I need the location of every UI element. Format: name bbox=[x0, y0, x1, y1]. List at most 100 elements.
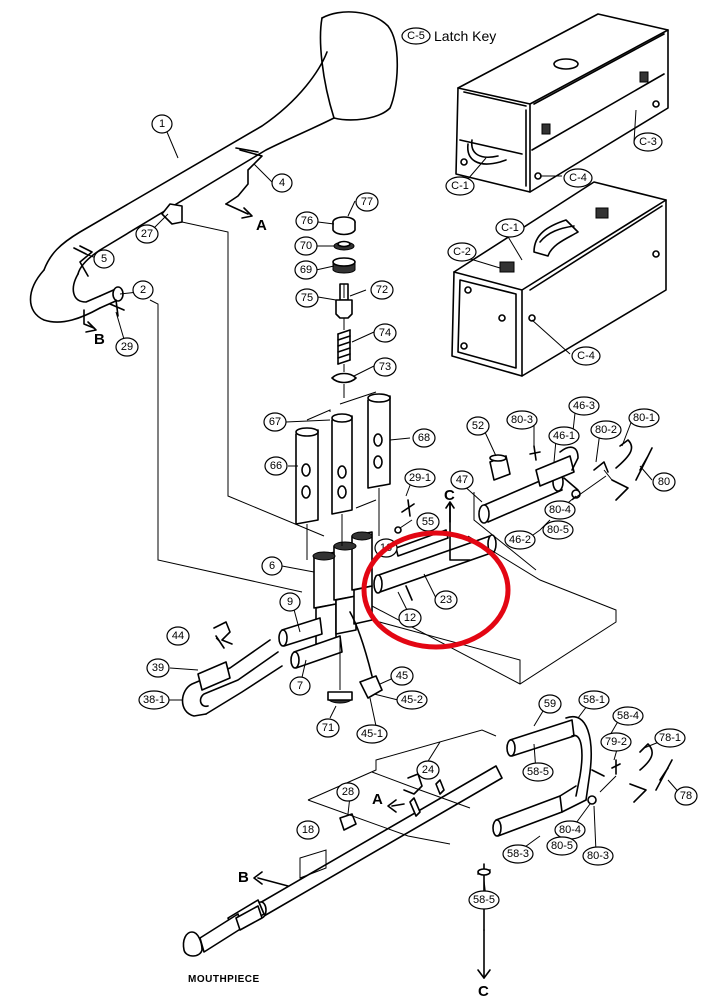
svg-text:67: 67 bbox=[269, 416, 281, 428]
svg-text:9: 9 bbox=[287, 596, 293, 608]
svg-text:70: 70 bbox=[300, 240, 312, 252]
callout-80-5: 80-5 bbox=[542, 520, 574, 540]
svg-text:58-5: 58-5 bbox=[473, 894, 495, 906]
callout-80-3: 80-3 bbox=[506, 410, 538, 430]
callout-72: 72 bbox=[370, 280, 394, 300]
connector-b-bottom: B bbox=[238, 869, 289, 887]
callout-67: 67 bbox=[263, 412, 287, 432]
callout-77: 77 bbox=[355, 192, 379, 212]
callout-c5: C-5 bbox=[401, 27, 431, 45]
svg-text:69: 69 bbox=[300, 264, 312, 276]
screw-part-29 bbox=[109, 299, 125, 317]
callout-80-4: 80-4 bbox=[544, 500, 576, 520]
mouthpiece-label: MOUTHPIECE bbox=[188, 974, 260, 985]
svg-text:39: 39 bbox=[152, 662, 164, 674]
svg-text:B: B bbox=[94, 331, 105, 348]
callout-5: 5 bbox=[93, 249, 115, 269]
svg-text:78: 78 bbox=[680, 790, 692, 802]
svg-text:2: 2 bbox=[140, 284, 146, 296]
callout-45-2: 45-2 bbox=[396, 690, 428, 710]
svg-text:C: C bbox=[478, 983, 489, 1000]
svg-text:6: 6 bbox=[269, 560, 275, 572]
callout-80-3b: 80-3 bbox=[582, 846, 614, 866]
callout-46-1: 46-1 bbox=[548, 426, 580, 446]
clip-part-27 bbox=[161, 203, 183, 225]
svg-text:71: 71 bbox=[322, 722, 334, 734]
svg-text:45: 45 bbox=[396, 670, 408, 682]
svg-text:52: 52 bbox=[472, 420, 484, 432]
svg-text:80: 80 bbox=[658, 476, 670, 488]
callout-80-5b: 80-5 bbox=[546, 836, 578, 856]
bottom-cap-71 bbox=[327, 640, 353, 704]
callout-71: 71 bbox=[316, 718, 340, 738]
part-44-clip bbox=[213, 621, 233, 649]
callout-c-1: C-1 bbox=[445, 176, 475, 196]
callout-52: 52 bbox=[466, 416, 490, 436]
callout-4: 4 bbox=[271, 173, 293, 193]
callout-55: 55 bbox=[416, 512, 440, 532]
svg-text:80-2: 80-2 bbox=[595, 424, 617, 436]
callout-80-4b: 80-4 bbox=[554, 820, 586, 840]
svg-text:B: B bbox=[238, 869, 249, 886]
callout-46-2: 46-2 bbox=[504, 530, 536, 550]
svg-text:75: 75 bbox=[301, 292, 313, 304]
svg-text:45-2: 45-2 bbox=[401, 694, 423, 706]
callout-2: 2 bbox=[132, 280, 154, 300]
svg-text:C-3: C-3 bbox=[639, 136, 657, 148]
svg-text:77: 77 bbox=[361, 196, 373, 208]
callout-c-3: C-3 bbox=[633, 132, 663, 152]
svg-text:68: 68 bbox=[418, 432, 430, 444]
svg-text:80-4: 80-4 bbox=[559, 824, 581, 836]
callout-24: 24 bbox=[416, 760, 440, 780]
valve-66 bbox=[295, 427, 319, 525]
callout-58-5b: 58-5 bbox=[468, 890, 500, 910]
callout-80-1: 80-1 bbox=[628, 408, 660, 428]
svg-text:5: 5 bbox=[101, 253, 107, 265]
valve-68 bbox=[367, 393, 391, 489]
callout-1: 1 bbox=[151, 114, 173, 134]
callout-18: 18 bbox=[296, 820, 320, 840]
callout-68: 68 bbox=[412, 428, 436, 448]
svg-text:29-1: 29-1 bbox=[409, 472, 431, 484]
callout-75: 75 bbox=[295, 288, 319, 308]
svg-text:78-1: 78-1 bbox=[659, 732, 681, 744]
legend-latch-key: C-5 Latch Key bbox=[401, 27, 496, 45]
callout-78: 78 bbox=[674, 786, 698, 806]
svg-text:58-4: 58-4 bbox=[617, 710, 639, 722]
callout-76: 76 bbox=[295, 211, 319, 231]
callout-12: 12 bbox=[398, 608, 422, 628]
callout-44: 44 bbox=[166, 626, 190, 646]
callout-c-1b: C-1 bbox=[495, 218, 525, 238]
connector-a-bottom: A bbox=[372, 791, 405, 813]
svg-text:A: A bbox=[256, 217, 267, 234]
slide-tubes-left bbox=[181, 617, 343, 717]
case-bottom bbox=[451, 181, 667, 377]
svg-text:C-4: C-4 bbox=[569, 172, 587, 184]
svg-text:28: 28 bbox=[342, 786, 354, 798]
connector-c-mid: C bbox=[444, 487, 455, 504]
assembly-guide-lines bbox=[149, 221, 617, 879]
svg-text:80-4: 80-4 bbox=[549, 504, 571, 516]
svg-text:A: A bbox=[372, 791, 383, 808]
svg-text:47: 47 bbox=[456, 474, 468, 486]
callout-58-4: 58-4 bbox=[612, 706, 644, 726]
svg-text:C-4: C-4 bbox=[577, 350, 595, 362]
svg-text:73: 73 bbox=[379, 361, 391, 373]
callout-23: 23 bbox=[434, 590, 458, 610]
svg-text:27: 27 bbox=[141, 228, 153, 240]
callout-74: 74 bbox=[373, 323, 397, 343]
svg-text:66: 66 bbox=[270, 460, 282, 472]
callout-c-2: C-2 bbox=[447, 242, 477, 262]
callout-27: 27 bbox=[135, 224, 159, 244]
svg-text:58-3: 58-3 bbox=[507, 848, 529, 860]
callout-28: 28 bbox=[336, 782, 360, 802]
callout-70: 70 bbox=[294, 236, 318, 256]
legend-text: Latch Key bbox=[434, 28, 496, 44]
svg-text:24: 24 bbox=[422, 764, 434, 776]
svg-text:76: 76 bbox=[301, 215, 313, 227]
svg-text:80-3: 80-3 bbox=[511, 414, 533, 426]
valve-casing bbox=[312, 531, 373, 645]
valve-67 bbox=[331, 413, 353, 515]
svg-text:38-1: 38-1 bbox=[143, 694, 165, 706]
callout-c-4b: C-4 bbox=[571, 346, 601, 366]
